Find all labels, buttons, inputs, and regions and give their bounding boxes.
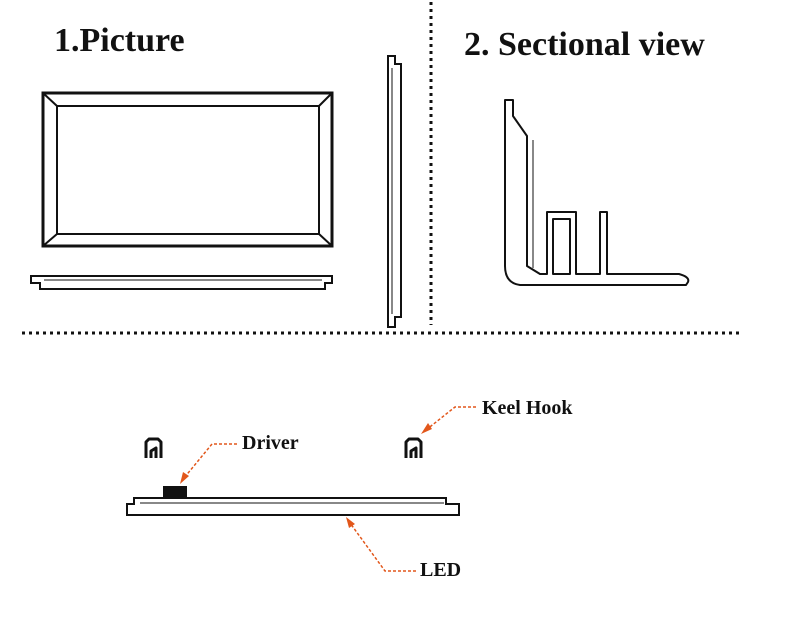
bottom-edge-profile (30, 275, 333, 290)
callout-arrow-driver (183, 443, 237, 479)
arrowhead-led (346, 517, 355, 528)
led-panel-profile (126, 497, 460, 516)
sectional-profile (504, 99, 690, 286)
led-label: LED (420, 559, 462, 581)
arrowhead-driver (180, 472, 189, 484)
picture-section-title: 1.Picture (54, 22, 185, 59)
driver-label: Driver (242, 432, 299, 454)
keel-hook-label: Keel Hook (482, 397, 573, 419)
driver-box (163, 486, 187, 498)
callout-arrow-led (349, 522, 416, 572)
sectional-view-title: 2. Sectional view (464, 26, 705, 63)
callout-arrow-keel-hook (425, 406, 476, 431)
side-edge-profile (387, 55, 402, 328)
keel-hook-left (144, 437, 163, 458)
panel-frame (41, 91, 334, 248)
keel-hook-right (404, 437, 423, 458)
arrowhead-keel-hook (421, 423, 432, 434)
